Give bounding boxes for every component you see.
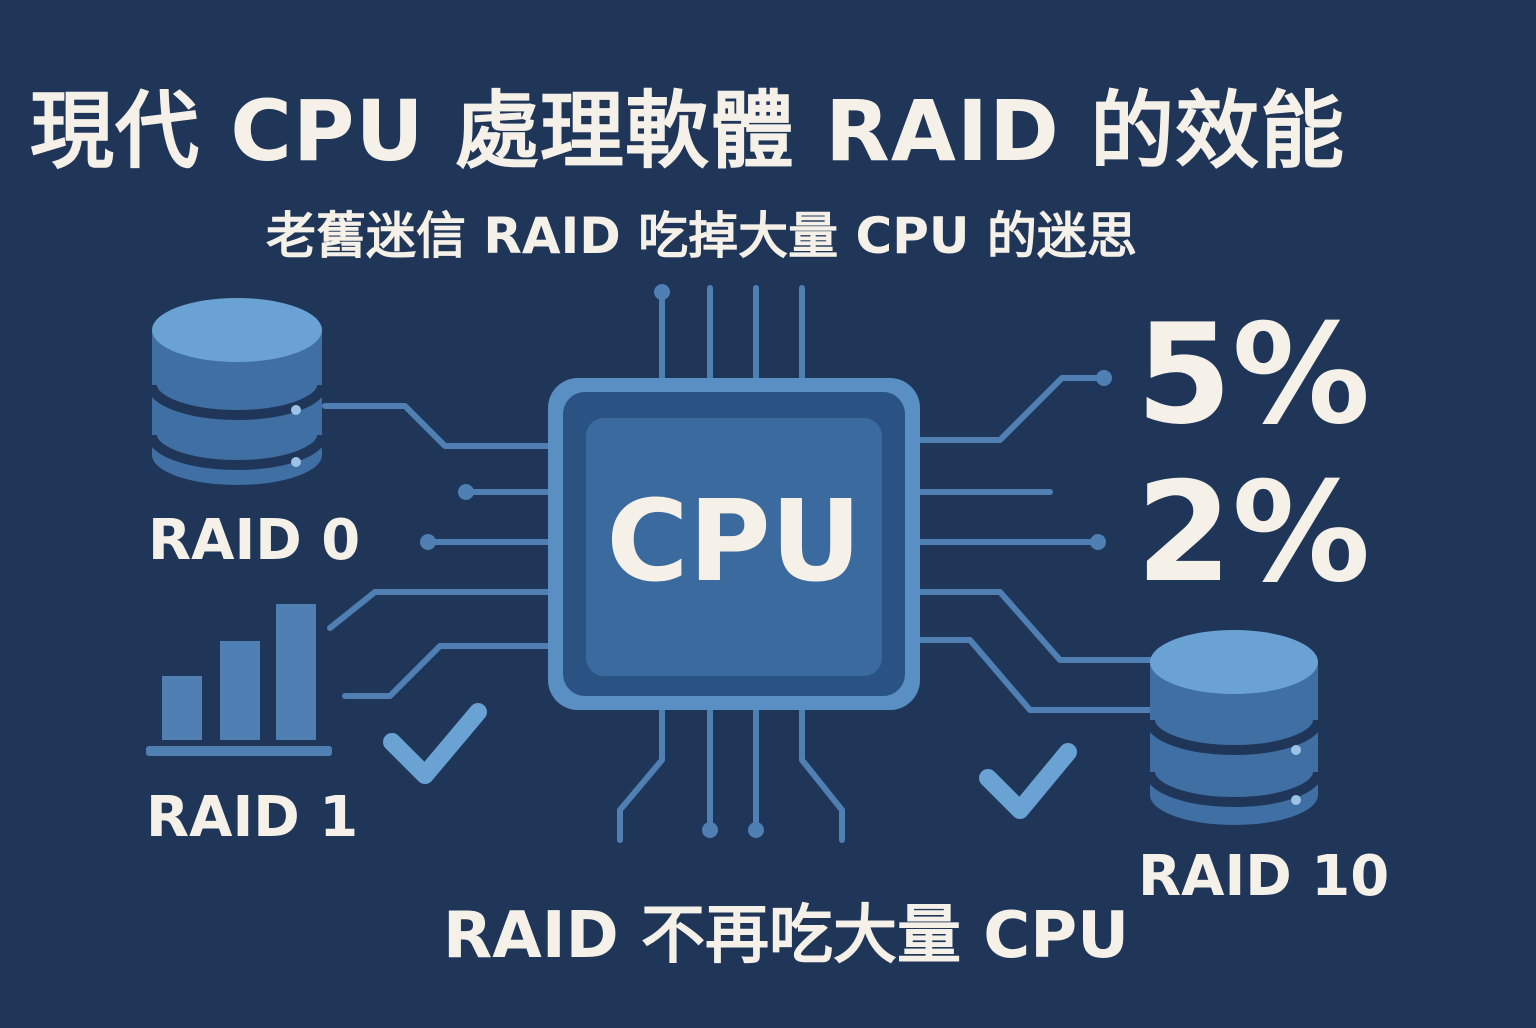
database-icon [1145, 630, 1323, 825]
trace-bottom-4 [799, 707, 845, 843]
footer-caption: RAID 不再吃大量 CPU [443, 899, 1130, 973]
raid10-label: RAID 10 [1138, 844, 1390, 909]
trace-endpoints [420, 284, 1112, 838]
trace-left-5 [342, 643, 551, 699]
trace-right-5 [917, 637, 1153, 713]
trace-right-1 [917, 375, 1107, 443]
checkmark-icon [383, 703, 487, 784]
stat-value-1: 5% [1136, 294, 1371, 455]
raid0-label: RAID 0 [148, 508, 361, 573]
trace-bottom-1 [617, 707, 665, 843]
database-icon [147, 298, 327, 485]
cpu-label: CPU [606, 477, 862, 607]
trace-left-4 [327, 589, 551, 631]
checkmark-icon [979, 743, 1077, 819]
page-subtitle: 老舊迷信 RAID 吃掉大量 CPU 的迷思 [266, 207, 1137, 265]
raid1-label: RAID 1 [146, 785, 359, 850]
bar-chart-icon [146, 604, 332, 756]
stat-value-2: 2% [1136, 452, 1371, 613]
cpu-chip [548, 378, 920, 710]
circuit-traces [322, 285, 1153, 843]
trace-right-4 [917, 589, 1153, 663]
trace-left-1 [322, 403, 551, 449]
page-title: 現代 CPU 處理軟體 RAID 的效能 [30, 82, 1346, 180]
